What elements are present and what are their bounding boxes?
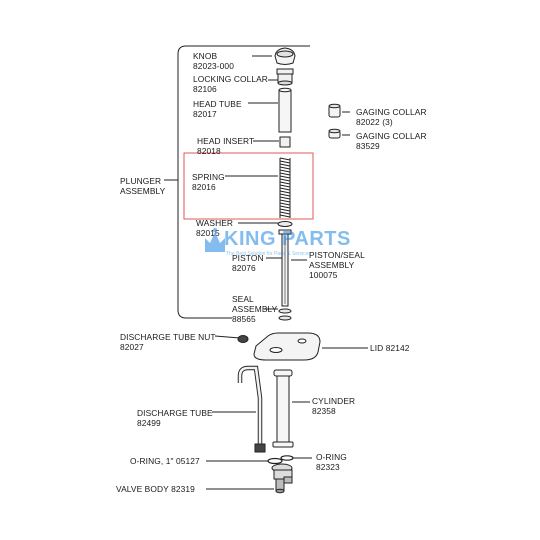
spring-highlight-box — [183, 152, 314, 220]
cylinder-number: 82358 — [312, 406, 336, 416]
piston-number: 82076 — [232, 263, 256, 273]
discharge-tube-nut-number: 82027 — [120, 342, 144, 352]
head-tube-part — [278, 87, 292, 133]
cylinder-part — [272, 369, 294, 448]
piston-seal-label: PISTON/SEAL ASSEMBLY 100075 — [309, 250, 365, 280]
piston-part — [278, 229, 292, 307]
gaging-collar-part — [328, 128, 341, 139]
knob-part — [274, 47, 296, 65]
valve-body-part — [271, 463, 293, 494]
gaging-collar-3-part — [328, 103, 341, 118]
plunger-assembly-name-2: ASSEMBLY — [120, 186, 166, 196]
valve-body-label: VALVE BODY 82319 — [116, 484, 195, 494]
discharge-tube-label: DISCHARGE TUBE 82499 — [137, 408, 213, 428]
watermark-tagline: The Best Solution for Parts & Services — [226, 251, 312, 257]
seal-assembly-label: SEAL ASSEMBLY 88565 — [232, 294, 277, 324]
spring-label: SPRING 82016 — [192, 172, 225, 192]
watermark-text: KING PARTS — [224, 228, 351, 250]
gaging-collar-3-name: GAGING COLLAR — [356, 107, 427, 117]
knob-label: KNOB 82023-000 — [193, 51, 234, 71]
oring-1in-part — [267, 457, 283, 465]
head-insert-label: HEAD INSERT 82018 — [197, 136, 254, 156]
head-insert-part — [279, 136, 291, 148]
locking-collar-number: 82106 — [193, 84, 217, 94]
head-tube-number: 82017 — [193, 109, 217, 119]
plunger-assembly-name: PLUNGER — [120, 176, 162, 186]
gaging-collar-number: 83529 — [356, 141, 380, 151]
lid-text: LID 82142 — [370, 343, 410, 353]
oring-1in-text: O-RING, 1" 05127 — [130, 456, 200, 466]
discharge-tube-number: 82499 — [137, 418, 161, 428]
discharge-tube-name: DISCHARGE TUBE — [137, 408, 213, 418]
seal-name-2: ASSEMBLY — [232, 304, 278, 314]
plunger-assembly-bracket — [177, 45, 310, 319]
spring-part — [279, 157, 291, 218]
washer-label: WASHER 82015 — [196, 218, 233, 238]
gaging-collar-3-label: GAGING COLLAR 82022 (3) — [356, 107, 427, 127]
discharge-tube-nut-label: DISCHARGE TUBE NUT 82027 — [120, 332, 216, 352]
head-insert-name: HEAD INSERT — [197, 136, 255, 146]
seal-assembly-part — [278, 308, 292, 321]
lid-part — [253, 332, 321, 361]
gaging-collar-3-number: 82022 (3) — [356, 117, 393, 127]
head-tube-label: HEAD TUBE 82017 — [193, 99, 242, 119]
washer-number: 82015 — [196, 228, 220, 238]
knob-number: 82023-000 — [193, 61, 234, 71]
oring-part — [280, 455, 294, 461]
discharge-tube-part — [237, 365, 266, 453]
oring-1in-label: O-RING, 1" 05127 — [130, 456, 200, 466]
head-insert-number: 82018 — [197, 146, 221, 156]
piston-label: PISTON 82076 — [232, 253, 264, 273]
piston-name: PISTON — [232, 253, 264, 263]
oring-number: 82323 — [316, 462, 340, 472]
oring-name: O-RING — [316, 452, 347, 462]
king-parts-watermark: KING PARTS The Best Solution for Parts &… — [202, 226, 352, 262]
spring-number: 82016 — [192, 182, 216, 192]
locking-collar-name: LOCKING COLLAR — [193, 74, 268, 84]
knob-name: KNOB — [193, 51, 218, 61]
discharge-tube-nut-name: DISCHARGE TUBE NUT — [120, 332, 216, 342]
valve-body-text: VALVE BODY 82319 — [116, 484, 195, 494]
oring-label: O-RING 82323 — [316, 452, 347, 472]
crown-icon — [205, 228, 225, 252]
piston-seal-name: PISTON/SEAL — [309, 250, 365, 260]
locking-collar-label: LOCKING COLLAR 82106 — [193, 74, 268, 94]
piston-seal-number: 100075 — [309, 270, 338, 280]
seal-name: SEAL — [232, 294, 254, 304]
spring-name: SPRING — [192, 172, 225, 182]
gaging-collar-name: GAGING COLLAR — [356, 131, 427, 141]
lid-label: LID 82142 — [370, 343, 410, 353]
discharge-tube-nut-part — [237, 335, 249, 343]
plunger-assembly-label: PLUNGER ASSEMBLY — [120, 176, 165, 196]
washer-part — [277, 221, 293, 227]
head-tube-name: HEAD TUBE — [193, 99, 242, 109]
cylinder-label: CYLINDER 82358 — [312, 396, 355, 416]
cylinder-name: CYLINDER — [312, 396, 356, 406]
locking-collar-part — [276, 68, 294, 86]
seal-number: 88565 — [232, 314, 256, 324]
gaging-collar-label: GAGING COLLAR 83529 — [356, 131, 427, 151]
washer-name: WASHER — [196, 218, 234, 228]
piston-seal-name-2: ASSEMBLY — [309, 260, 355, 270]
